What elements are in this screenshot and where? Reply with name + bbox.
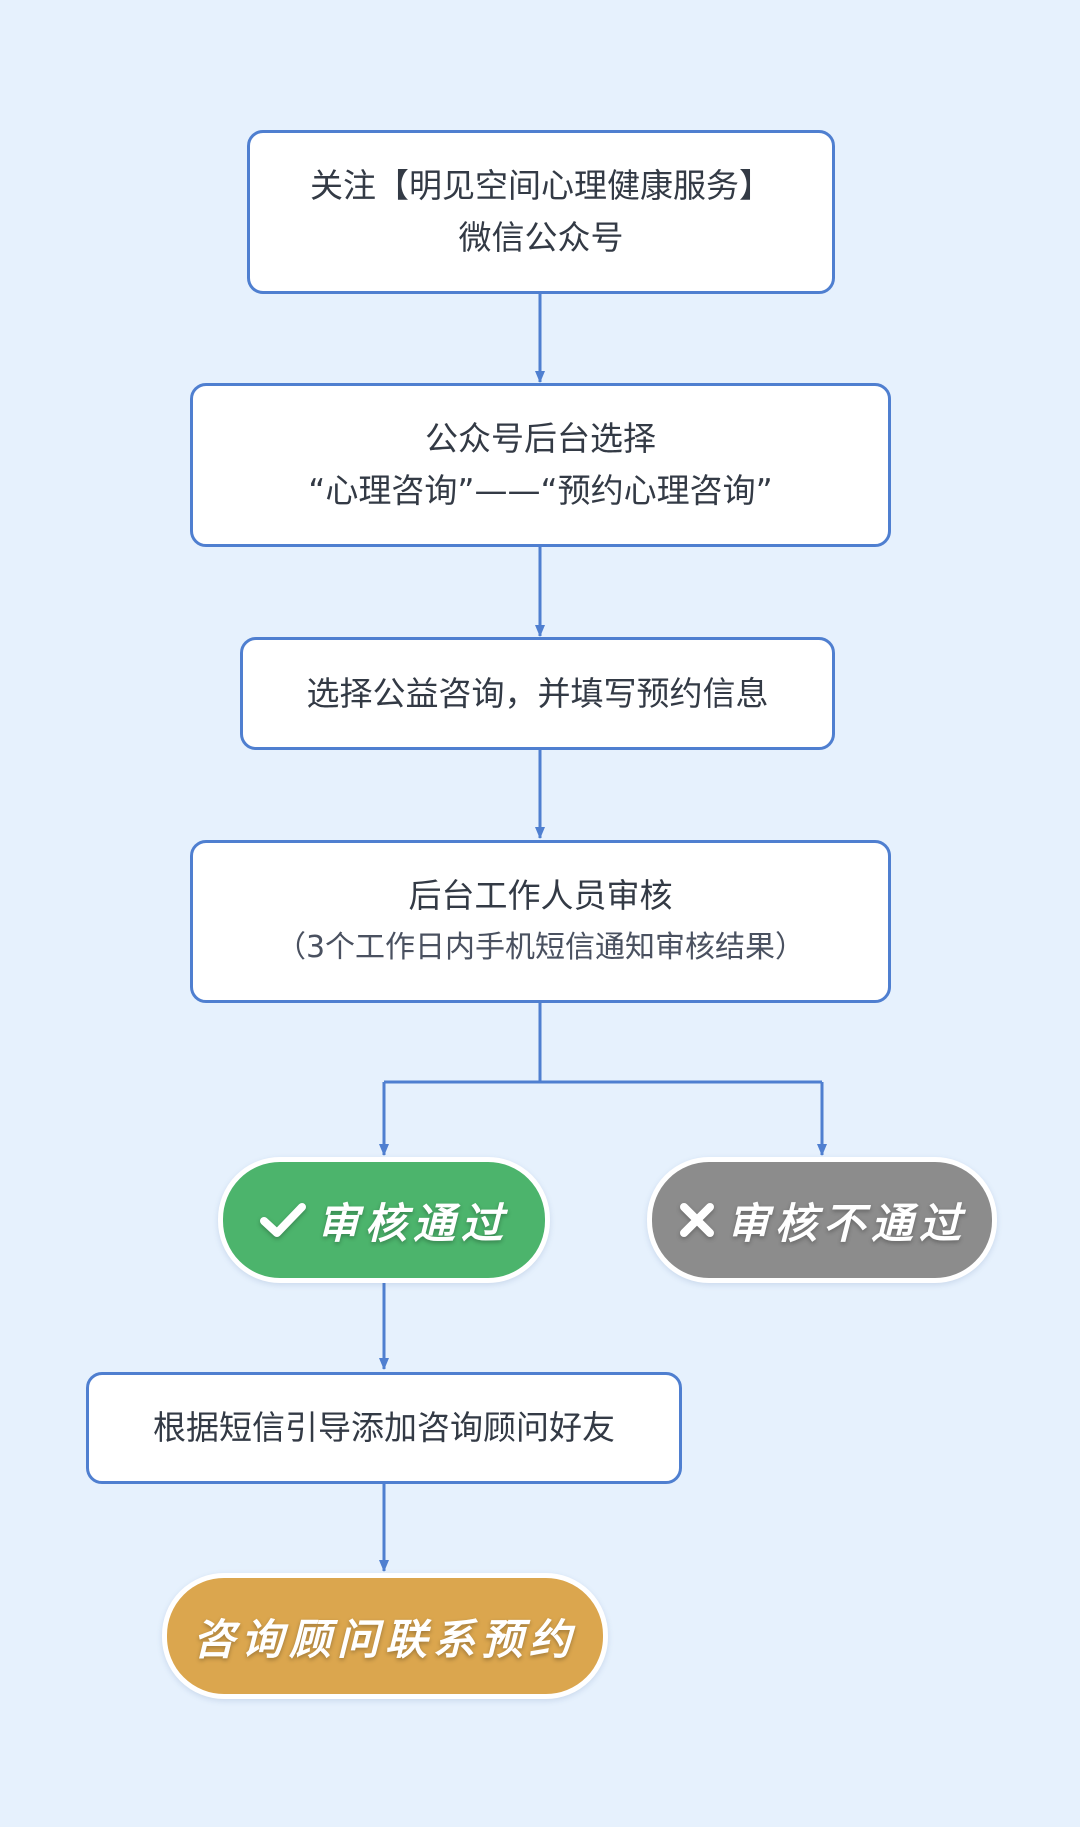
step-text: 关注【明见空间心理健康服务】 <box>310 166 772 205</box>
outcome-approved: 审核通过 <box>218 1157 550 1283</box>
outcome-consultant-contact: 咨询顾问联系预约 <box>162 1573 608 1699</box>
outcome-approved-label: 审核通过 <box>316 1198 509 1248</box>
step-fill-info: 选择公益咨询，并填写预约信息 <box>240 637 835 750</box>
step-subtext: （3个工作日内手机短信通知审核结果） <box>275 929 806 965</box>
cross-icon <box>677 1200 717 1240</box>
step-text: 后台工作人员审核 <box>408 875 673 915</box>
outcome-rejected-label: 审核不通过 <box>726 1198 967 1248</box>
step-add-consultant: 根据短信引导添加咨询顾问好友 <box>86 1372 682 1484</box>
check-icon <box>259 1200 307 1240</box>
step-text: 公众号后台选择 <box>425 419 656 458</box>
step-text: “心理咨询”——“预约心理咨询” <box>308 471 773 510</box>
step-select-menu: 公众号后台选择 “心理咨询”——“预约心理咨询” <box>190 383 891 547</box>
step-staff-review: 后台工作人员审核 （3个工作日内手机短信通知审核结果） <box>190 840 891 1003</box>
step-text: 根据短信引导添加咨询顾问好友 <box>153 1408 615 1447</box>
step-text: 选择公益咨询，并填写预约信息 <box>306 673 769 713</box>
outcome-rejected: 审核不通过 <box>647 1157 997 1283</box>
step-text: 微信公众号 <box>458 218 624 257</box>
outcome-final-label: 咨询顾问联系预约 <box>192 1614 577 1664</box>
step-follow-account: 关注【明见空间心理健康服务】 微信公众号 <box>247 130 835 294</box>
